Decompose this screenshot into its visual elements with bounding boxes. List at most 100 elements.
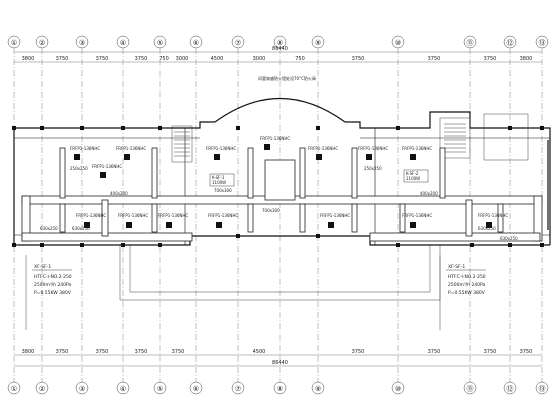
unit-label: FRFP1-136NHC bbox=[70, 146, 100, 151]
axis-bubble: ⑤ bbox=[153, 381, 167, 395]
dimension-text: 3750 bbox=[56, 349, 69, 355]
fan-coil-unit: FRFP1-136NHC bbox=[76, 213, 106, 228]
dimension-text: 3750 bbox=[96, 349, 109, 355]
fan-coil-units-row2: FRFP1-136NHC FRFP1-136NHC FRFP1-136NHC F… bbox=[76, 213, 508, 228]
axis-bubble: ⑫ bbox=[503, 381, 517, 395]
stairs bbox=[174, 123, 466, 157]
equipment-tag: K-SF-1 bbox=[212, 175, 225, 180]
axis-bubble: ⑩ bbox=[391, 35, 405, 49]
fan-tag-line: 2500m³/h 240Pa bbox=[448, 282, 486, 288]
dimension-text: 3800 bbox=[520, 56, 533, 62]
unit-label: FRFP1-136NHC bbox=[358, 146, 388, 151]
duct-size-label: 700x300 bbox=[214, 188, 232, 193]
bottom-dimensions: 3800 3750 3750 3750 3750 4500 3750 3750 … bbox=[22, 349, 533, 355]
dimension-text: 4500 bbox=[211, 56, 224, 62]
entrance-lines bbox=[119, 245, 441, 301]
axis-bubble: ② bbox=[35, 35, 49, 49]
axis-bubble: ① bbox=[7, 381, 21, 395]
axis-bubble: ⑪ bbox=[463, 381, 477, 395]
axis-bubble: ⑥ bbox=[189, 381, 203, 395]
fan-coil-unit: FRFP1-136NHC bbox=[260, 136, 290, 150]
axis-label: ④ bbox=[120, 39, 126, 47]
axis-label: ③ bbox=[79, 39, 85, 47]
unit-label: FRFP1-136NHC bbox=[320, 213, 350, 218]
axis-label: ⑨ bbox=[315, 39, 321, 47]
unit-label: FRFP1-136NHC bbox=[208, 213, 238, 218]
dimension-text: 3000 bbox=[176, 56, 189, 62]
unit-label: FRFP1-136NHC bbox=[402, 146, 432, 151]
axis-label: ⑧ bbox=[277, 39, 283, 47]
axis-bubble: ⑦ bbox=[231, 381, 245, 395]
axis-label: ⑤ bbox=[157, 39, 163, 47]
axis-label: ⑥ bbox=[193, 385, 199, 393]
duct-size-label: 700x300 bbox=[262, 208, 280, 213]
unit-label: FRFP1-136NHC bbox=[402, 213, 432, 218]
axis-label: ⑩ bbox=[395, 39, 401, 47]
dimension-text: 3750 bbox=[520, 349, 533, 355]
axis-label: ② bbox=[39, 385, 45, 393]
dimension-text: 3750 bbox=[352, 56, 365, 62]
fan-coil-unit: FRFP1-136NHC bbox=[402, 146, 432, 160]
fan-coil-unit: FRFP1-136NHC bbox=[308, 146, 338, 160]
dimension-text: 3000 bbox=[253, 56, 266, 62]
axis-label: ⑪ bbox=[467, 39, 474, 47]
axis-bubble: ⑫ bbox=[503, 35, 517, 49]
axis-label: ⑨ bbox=[315, 385, 321, 393]
dimension-text: 3750 bbox=[135, 349, 148, 355]
fan-coil-unit: FRFP1-136NHC bbox=[158, 213, 188, 228]
dimension-text: 3750 bbox=[352, 349, 365, 355]
top-dimensions: 3800 3750 3750 3750 750 3000 4500 3000 7… bbox=[22, 56, 533, 62]
axis-label: ⑩ bbox=[395, 385, 401, 393]
duct-size-label: 630x250 bbox=[500, 236, 518, 241]
fan-tag-line: P=0.55KW 380V bbox=[448, 290, 486, 296]
total-dimension-bottom: 86440 bbox=[272, 360, 288, 366]
fan-coil-unit: FRFP1-136NHC bbox=[320, 213, 350, 228]
fan-coil-unit: FRFP1-136NHC bbox=[478, 213, 508, 228]
fan-coil-units-row1: FRFP1-136NHC FRFP1-136NHC FRFP1-136NHC F… bbox=[70, 136, 432, 178]
dimension-text: 3750 bbox=[172, 349, 185, 355]
axis-label: ③ bbox=[79, 385, 85, 393]
fire-damper-note: 风管穿越防火墙处设70°C防火阀 bbox=[258, 75, 316, 81]
duct-size-label: 400x200 bbox=[110, 191, 128, 196]
equipment-tag: 1100W bbox=[406, 176, 420, 181]
axis-label: ① bbox=[11, 385, 17, 393]
axis-label: ⑦ bbox=[235, 39, 241, 47]
fan-tag-line: HTFC-I-NO.2-250 bbox=[448, 274, 486, 280]
fan-coil-unit: FRFP1-136NHC bbox=[402, 213, 432, 228]
equipment-tag: 1100W bbox=[212, 180, 226, 185]
dimension-text: 3750 bbox=[484, 56, 497, 62]
unit-label: FRFP1-136NHC bbox=[76, 213, 106, 218]
axis-bubble: ⑤ bbox=[153, 35, 167, 49]
axis-bubble: ⑦ bbox=[231, 35, 245, 49]
equipment-tag: K-SF-2 bbox=[406, 171, 419, 176]
unit-label: FRFP1-136NHC bbox=[92, 164, 122, 169]
dimension-text: 3800 bbox=[22, 349, 35, 355]
duct-size-label: 400x200 bbox=[420, 191, 438, 196]
fan-coil-unit: FRFP1-136NHC bbox=[70, 146, 100, 160]
ductwork bbox=[21, 147, 543, 242]
axis-label: ⑬ bbox=[539, 385, 546, 393]
axis-label: ④ bbox=[120, 385, 126, 393]
unit-label: FRFP1-136NHC bbox=[478, 213, 508, 218]
axis-bubble: ④ bbox=[116, 381, 130, 395]
fan-coil-unit: FRFP1-136NHC bbox=[358, 146, 388, 160]
dimension-text: 3800 bbox=[22, 56, 35, 62]
axis-label: ① bbox=[11, 39, 17, 47]
axis-label: ② bbox=[39, 39, 45, 47]
dimension-text: 3750 bbox=[484, 349, 497, 355]
dimension-text: 3750 bbox=[428, 56, 441, 62]
unit-label: FRFP1-136NHC bbox=[260, 136, 290, 141]
fan-tag-line: HTFC-I-NO.2-250 bbox=[34, 274, 72, 280]
duct-size-label: 250x250 bbox=[364, 166, 382, 171]
unit-label: FRFP1-136NHC bbox=[206, 146, 236, 151]
axis-label: ⑧ bbox=[277, 385, 283, 393]
axis-bubble: ③ bbox=[75, 35, 89, 49]
center-equipment: K-SF-1 1100W K-SF-2 1100W 700x300 700x30… bbox=[209, 169, 429, 213]
dimension-text: 750 bbox=[159, 56, 169, 62]
axis-label: ⑥ bbox=[193, 39, 199, 47]
unit-label: FRFP1-136NHC bbox=[308, 146, 338, 151]
unit-label: FRFP1-136NHC bbox=[158, 213, 188, 218]
duct-size-labels: 630x250 630x250 630x250 630x250 400x200 … bbox=[40, 166, 518, 241]
right-fan-tag: XF-SF-1 HTFC-I-NO.2-250 2500m³/h 240Pa P… bbox=[439, 255, 486, 330]
